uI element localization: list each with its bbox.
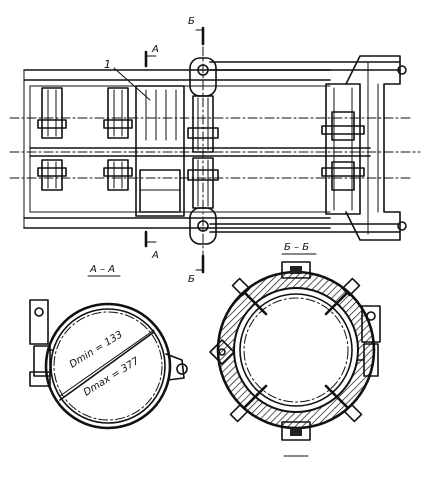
left-clamp-1 [37,87,67,191]
section-a-a-view: А – А Dmin = 133 Dmax = 377 [29,264,188,430]
right-end-bracket [345,55,407,241]
centre-clamp-column [187,57,219,245]
part-1-body [135,85,185,217]
right-clamp-block [321,83,365,215]
section-b-b-view: Б – Б [209,242,381,457]
section-a-bottom-label: А [151,250,159,261]
part-number-label: 1 [104,58,111,71]
left-clamp-2 [103,87,133,191]
section-cut-b: Б Б [188,16,205,285]
b-b-right-lug [357,305,381,377]
section-a-a-title: А – А [89,264,115,275]
b-b-left-pivot [209,339,235,365]
section-b-top-label: Б [188,16,195,27]
part-1-callout: 1 [104,58,151,101]
a-a-right-lug [165,353,188,381]
section-cut-a: А А [144,44,159,261]
b-b-bottom-boss [281,421,311,457]
b-b-clamp-screws [229,277,363,423]
section-b-bottom-label: Б [188,274,195,285]
section-a-top-label: А [151,44,159,55]
b-b-top-boss [281,261,311,279]
section-b-b-title: Б – Б [284,242,309,253]
a-a-left-lug [29,299,53,387]
plan-view: 1 А А Б Б [9,16,421,285]
dmin-label: Dmin = 133 [68,329,125,370]
frame-rails [23,61,401,233]
